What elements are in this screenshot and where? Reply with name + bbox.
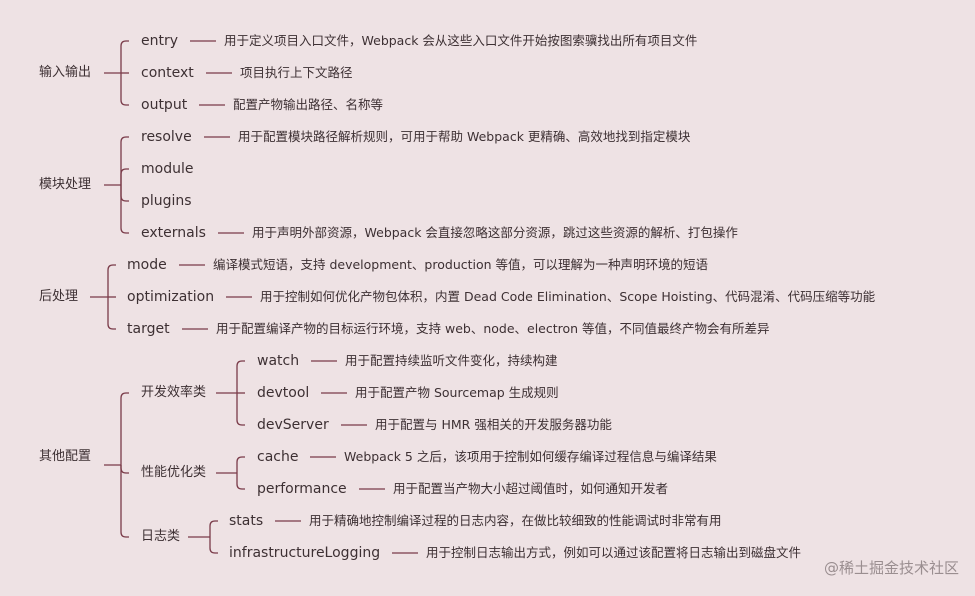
config-key-output: output — [141, 97, 188, 113]
config-key-context: context — [141, 65, 194, 81]
group-1-connector-branch-1 — [120, 168, 129, 185]
config-key-devServer: devServer — [257, 417, 329, 433]
subgroup-1-connector-branch-1 — [236, 473, 245, 490]
config-desc-entry: 用于定义项目入口文件，Webpack 会从这些入口文件开始按图索骥找出所有项目文… — [224, 33, 698, 48]
category-0: 输入输出 — [39, 65, 92, 80]
config-desc-resolve: 用于配置模块路径解析规则，可用于帮助 Webpack 更精确、高效地找到指定模块 — [238, 129, 691, 144]
category-3: 其他配置 — [39, 449, 92, 464]
category-1: 模块处理 — [39, 177, 92, 192]
group-1-connector-branch-2 — [120, 185, 129, 202]
config-desc-watch: 用于配置持续监听文件变化，持续构建 — [345, 353, 558, 368]
group-2-connector-branch-0 — [107, 264, 116, 297]
config-key-cache: cache — [257, 449, 299, 465]
subgroup-2-connector-branch-0 — [209, 520, 218, 537]
config-desc-stats: 用于精确地控制编译过程的日志内容，在做比较细致的性能调试时非常有用 — [309, 513, 722, 528]
subgroup-0-connector-branch-2 — [236, 393, 245, 426]
config-key-optimization: optimization — [127, 289, 215, 305]
config-desc-infrastructureLogging: 用于控制日志输出方式，例如可以通过该配置将日志输出到磁盘文件 — [426, 545, 802, 560]
group-1-connector-branch-3 — [120, 185, 129, 234]
config-key-module: module — [141, 161, 194, 177]
group-3-connector-branch-1 — [120, 465, 129, 474]
subgroup-0-connector-branch-0 — [236, 360, 245, 393]
config-key-target: target — [127, 321, 170, 337]
config-desc-optimization: 用于控制如何优化产物包体积，内置 Dead Code Elimination、S… — [260, 289, 876, 304]
config-key-mode: mode — [127, 257, 167, 273]
config-desc-target: 用于配置编译产物的目标运行环境，支持 web、node、electron 等值，… — [216, 321, 770, 336]
config-key-resolve: resolve — [141, 129, 192, 145]
config-key-devtool: devtool — [257, 385, 310, 401]
config-key-performance: performance — [257, 481, 347, 497]
group-0-connector-branch-0 — [120, 40, 129, 73]
config-desc-output: 配置产物输出路径、名称等 — [233, 97, 384, 112]
config-key-plugins: plugins — [141, 193, 192, 209]
config-desc-externals: 用于声明外部资源，Webpack 会直接忽略这部分资源，跳过这些资源的解析、打包… — [252, 225, 738, 240]
subcategory-3-2: 日志类 — [141, 529, 181, 544]
group-1-connector-branch-0 — [120, 136, 129, 185]
config-desc-context: 项目执行上下文路径 — [240, 65, 353, 80]
config-key-entry: entry — [141, 33, 179, 49]
group-2-connector-branch-2 — [107, 297, 116, 330]
watermark: @稀土掘金技术社区 — [823, 559, 959, 577]
subcategory-3-0: 开发效率类 — [141, 385, 207, 400]
group-3-connector-branch-0 — [120, 392, 129, 465]
config-desc-devtool: 用于配置产物 Sourcemap 生成规则 — [355, 385, 559, 400]
config-key-externals: externals — [141, 225, 206, 241]
config-key-infrastructureLogging: infrastructureLogging — [229, 545, 381, 561]
subcategory-3-1: 性能优化类 — [141, 465, 207, 480]
group-0-connector-branch-2 — [120, 73, 129, 106]
category-2: 后处理 — [39, 289, 79, 304]
config-key-stats: stats — [229, 513, 264, 529]
subgroup-1-connector-branch-0 — [236, 456, 245, 473]
config-desc-devServer: 用于配置与 HMR 强相关的开发服务器功能 — [375, 417, 612, 432]
config-desc-mode: 编译模式短语，支持 development、production 等值，可以理解… — [213, 257, 709, 272]
config-desc-performance: 用于配置当产物大小超过阈值时，如何通知开发者 — [393, 481, 669, 496]
subgroup-2-connector-branch-1 — [209, 537, 218, 554]
config-key-watch: watch — [257, 353, 300, 369]
config-desc-cache: Webpack 5 之后，该项用于控制如何缓存编译过程信息与编译结果 — [344, 449, 717, 464]
group-3-connector-branch-2 — [120, 465, 129, 538]
